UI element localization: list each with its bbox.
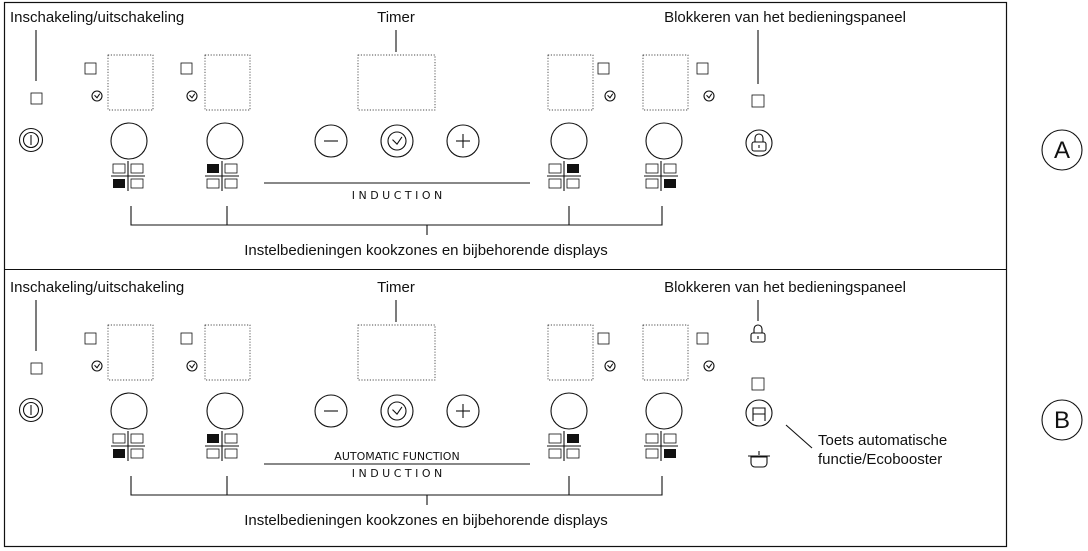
plus-button[interactable] <box>446 124 480 158</box>
zone-timer-icon <box>186 90 198 102</box>
zone-position-indicator <box>644 161 678 191</box>
zone-indicator-light <box>696 332 709 345</box>
panel-letter-b: B <box>1041 399 1083 441</box>
lock-label: Blokkeren van het bedieningspaneel <box>664 279 906 296</box>
timer-button[interactable] <box>380 124 414 158</box>
zone-control-button-1[interactable] <box>110 392 148 430</box>
zone-display <box>107 324 154 381</box>
zone-control-button-3[interactable] <box>550 122 588 160</box>
clock-icon <box>387 401 407 421</box>
lock-label: Blokkeren van het bedieningspaneel <box>664 9 906 26</box>
zone-timer-icon <box>186 360 198 372</box>
panel-letter-text: A <box>1054 137 1070 164</box>
zone-control-button-1[interactable] <box>110 122 148 160</box>
panel-b: Inschakeling/uitschakeling Timer Blokkeren… <box>10 279 1083 529</box>
letter-a-display-icon <box>752 407 766 421</box>
panel-a: Inschakeling/uitschakeling Timer Blokkeren… <box>10 9 1083 259</box>
zone-timer-icon <box>604 90 616 102</box>
zone-indicator-light <box>597 332 610 345</box>
zone-timer-icon <box>91 360 103 372</box>
zone-control-button-4[interactable] <box>645 122 683 160</box>
zone-display <box>204 324 251 381</box>
timer-label: Timer <box>377 9 415 26</box>
zone-display <box>642 324 689 381</box>
auto-function-label-line1: Toets automatische <box>818 432 947 449</box>
minus-button[interactable] <box>314 394 348 428</box>
timer-label: Timer <box>377 279 415 296</box>
lock-indicator-light <box>751 377 765 391</box>
zone-position-indicator <box>205 161 239 191</box>
power-icon <box>22 131 40 149</box>
zone-indicator-light <box>180 62 193 75</box>
induction-text: I N D U C T I O N <box>352 467 443 480</box>
zone-timer-icon <box>703 360 715 372</box>
plus-button[interactable] <box>446 394 480 428</box>
panel-letter-a: A <box>1041 129 1083 171</box>
padlock-icon <box>751 133 767 152</box>
automatic-function-button[interactable] <box>745 399 773 427</box>
zone-timer-icon <box>604 360 616 372</box>
zones-bracket <box>130 206 663 226</box>
zones-label: Instelbedieningen kookzones en bijbehore… <box>244 512 608 529</box>
zone-control-button-2[interactable] <box>206 392 244 430</box>
zones-bracket <box>130 476 663 496</box>
zone-position-indicator <box>547 431 581 461</box>
minus-button[interactable] <box>314 124 348 158</box>
zone-display <box>357 324 436 381</box>
leader-line <box>785 424 813 449</box>
clock-icon <box>387 131 407 151</box>
zones-label: Instelbedieningen kookzones en bijbehore… <box>244 242 608 259</box>
auto-function-label-line2: functie/Ecobooster <box>818 451 942 468</box>
zone-position-indicator <box>111 431 145 461</box>
zone-position-indicator <box>111 161 145 191</box>
zone-display <box>204 54 251 111</box>
induction-text: I N D U C T I O N <box>352 189 443 202</box>
timer-button[interactable] <box>380 394 414 428</box>
zone-indicator-light <box>84 62 97 75</box>
zone-indicator-light <box>84 332 97 345</box>
zone-display <box>357 54 436 111</box>
zone-control-button-2[interactable] <box>206 122 244 160</box>
zone-indicator-light <box>180 332 193 345</box>
zone-position-indicator <box>547 161 581 191</box>
power-button[interactable] <box>18 127 44 153</box>
zone-display <box>547 54 594 111</box>
zone-display <box>642 54 689 111</box>
power-label: Inschakeling/uitschakeling <box>10 9 184 26</box>
zone-indicator-light <box>597 62 610 75</box>
power-indicator-light <box>30 362 43 375</box>
zone-timer-icon <box>91 90 103 102</box>
zone-timer-icon <box>703 90 715 102</box>
zone-position-indicator <box>644 431 678 461</box>
power-icon <box>22 401 40 419</box>
zone-display <box>107 54 154 111</box>
zone-control-button-3[interactable] <box>550 392 588 430</box>
lock-indicator-light <box>751 94 765 108</box>
power-label: Inschakeling/uitschakeling <box>10 279 184 296</box>
padlock-icon <box>750 324 766 343</box>
zone-position-indicator <box>205 431 239 461</box>
power-indicator-light <box>30 92 43 105</box>
zone-control-button-4[interactable] <box>645 392 683 430</box>
pot-icon <box>748 451 770 468</box>
zone-display <box>547 324 594 381</box>
lock-button[interactable] <box>745 129 773 157</box>
diagram-frame <box>3 1 1008 548</box>
panel-letter-text: B <box>1054 407 1070 434</box>
zone-indicator-light <box>696 62 709 75</box>
power-button[interactable] <box>18 397 44 423</box>
automatic-function-text: AUTOMATIC FUNCTION <box>334 450 459 463</box>
